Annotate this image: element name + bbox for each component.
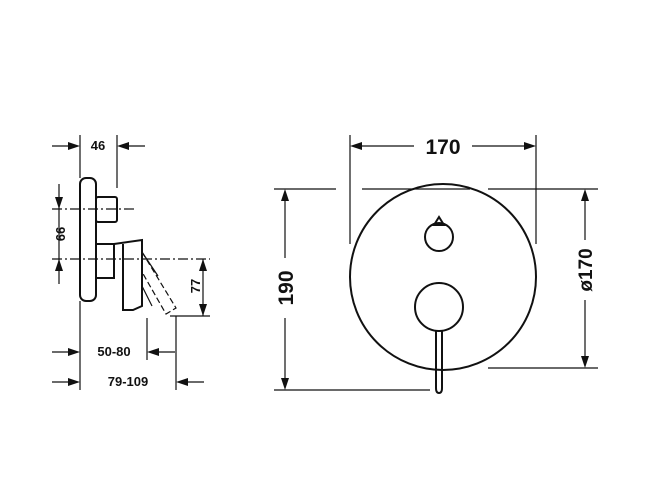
side-handle-edge bbox=[141, 251, 159, 277]
arrow bbox=[350, 142, 362, 150]
side-body bbox=[95, 243, 115, 279]
dim-front-height: 190 bbox=[275, 270, 298, 305]
arrow bbox=[581, 189, 589, 201]
dim-side-total-range: 79-109 bbox=[108, 374, 148, 389]
dim-side-wall-range: 50-80 bbox=[97, 344, 130, 359]
arrow bbox=[117, 142, 129, 150]
front-lever bbox=[435, 331, 443, 395]
arrow bbox=[281, 378, 289, 390]
dim-front-width: 170 bbox=[425, 136, 460, 159]
arrow bbox=[147, 348, 159, 356]
side-handle-edge-2 bbox=[141, 285, 153, 307]
front-view: 170 190 ø170 bbox=[274, 135, 598, 395]
arrow bbox=[281, 189, 289, 201]
arrow bbox=[68, 378, 80, 386]
dim-side-height-77: 77 bbox=[188, 279, 203, 293]
arrow bbox=[55, 197, 63, 209]
dim-side-height-66: 66 bbox=[53, 227, 68, 241]
front-diverter-knob bbox=[424, 222, 454, 252]
front-handle-base bbox=[414, 282, 464, 332]
arrow bbox=[199, 259, 207, 271]
side-lever-housing bbox=[113, 238, 143, 311]
dim-front-diameter: ø170 bbox=[576, 248, 597, 291]
arrow bbox=[199, 304, 207, 316]
arrow bbox=[55, 259, 63, 271]
arrow bbox=[581, 356, 589, 368]
side-view: 46 66 77 50-80 79-109 bbox=[52, 135, 210, 390]
side-handle-dashed bbox=[141, 251, 177, 315]
dim-side-depth: 46 bbox=[91, 138, 105, 153]
side-cover-plate bbox=[79, 177, 97, 302]
arrow bbox=[68, 142, 80, 150]
front-knob-indicator bbox=[432, 215, 446, 226]
arrow bbox=[68, 348, 80, 356]
arrow bbox=[176, 378, 188, 386]
arrow bbox=[524, 142, 536, 150]
